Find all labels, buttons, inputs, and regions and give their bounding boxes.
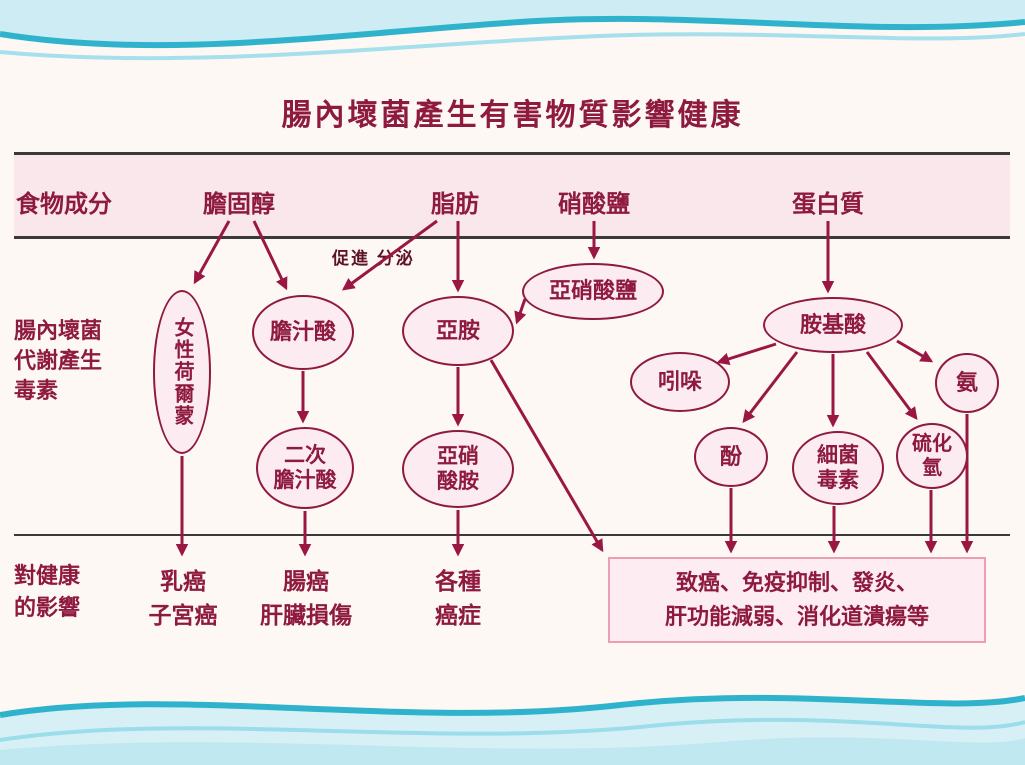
node-amino-acid-label: 胺基酸: [799, 311, 866, 337]
node-bacterial-toxin-line1: 細菌: [817, 443, 859, 467]
node-nitrite-label: 亞硝酸鹽: [548, 278, 637, 304]
node-phenol-label: 酚: [719, 443, 742, 469]
page-title: 腸內壞菌產生有害物質影響健康: [281, 99, 744, 132]
node-imine: 亞胺: [402, 296, 514, 366]
outcome-colon-cancer-liver-damage-line1: 腸癌: [283, 568, 329, 594]
health-section-label-line2: 的影響: [14, 595, 81, 620]
arrow-amino-acid-to-phenol: [742, 351, 799, 423]
outcome-colon-cancer-liver-damage-line2: 肝臟損傷: [260, 602, 352, 628]
outcome-breast-uterine-cancer: 乳癌 子宮癌: [133, 564, 233, 632]
food-row-band: [14, 155, 1010, 236]
food-item-protein: 蛋白質: [792, 191, 864, 218]
toxin-section-label-line2: 代謝產生: [14, 348, 103, 373]
separator-line-top: [14, 152, 1010, 155]
node-secondary-bile-acid-line2: 膽汁酸: [273, 469, 337, 492]
arrow-amino-acid-to-hydrogen-sulfide: [865, 351, 918, 421]
node-bacterial-toxin-line2: 毒素: [817, 469, 859, 492]
arrow-amino-acid-to-ammonia: [896, 339, 934, 363]
node-amino-acid: 胺基酸: [763, 297, 903, 353]
food-row-label: 食物成分: [16, 191, 112, 218]
outcome-various-cancers: 各種 癌症: [414, 564, 502, 632]
node-imine-label: 亞胺: [435, 317, 480, 343]
separator-line-middle: [14, 236, 1010, 239]
node-female-hormone-label: 女性荷爾蒙: [171, 317, 193, 427]
top-wave-decoration: [0, 0, 1025, 61]
effect-box: 致癌、免疫抑制、發炎、 肝功能減弱、消化道潰瘍等: [608, 557, 986, 643]
node-indole-label: 吲哚: [657, 368, 702, 394]
node-nitrosamine-line1: 亞硝: [437, 444, 479, 468]
node-secondary-bile-acid: 二次 膽汁酸: [256, 427, 354, 509]
node-hydrogen-sulfide-line2: 氫: [922, 457, 942, 479]
node-nitrosamine-line2: 酸胺: [437, 470, 479, 493]
node-hydrogen-sulfide-line1: 硫化: [912, 433, 952, 455]
effect-box-line1: 致癌、免疫抑制、發炎、: [675, 570, 918, 595]
toxin-section-label: 腸內壞菌 代謝產生 毒素: [14, 316, 102, 406]
node-indole: 吲哚: [630, 352, 730, 412]
arrow-nitrite-to-imine: [514, 298, 527, 325]
toxin-section-label-line1: 腸內壞菌: [14, 318, 103, 343]
node-secondary-bile-acid-line1: 二次: [284, 443, 326, 467]
node-phenol: 酚: [694, 427, 768, 487]
effect-box-line2: 肝功能減弱、消化道潰瘍等: [664, 604, 929, 629]
arrow-amino-acid-to-indole: [716, 342, 777, 365]
outcome-various-cancers-line2: 癌症: [435, 602, 481, 628]
bottom-wave-decoration: [0, 694, 1025, 765]
node-bile-acid: 膽汁酸: [252, 295, 354, 370]
food-item-nitrate: 硝酸鹽: [558, 191, 630, 218]
health-section-label-line1: 對健康: [14, 563, 81, 588]
node-ammonia-label: 氨: [955, 369, 978, 395]
health-section-label: 對健康 的影響: [14, 560, 80, 624]
outcome-breast-uterine-cancer-line1: 乳癌: [160, 568, 206, 594]
promote-secretion-label: 促進 分泌: [332, 249, 415, 268]
node-bacterial-toxin: 細菌 毒素: [792, 431, 884, 505]
outcome-various-cancers-line1: 各種: [435, 568, 481, 594]
food-item-fat: 脂肪: [431, 191, 479, 218]
outcome-breast-uterine-cancer-line2: 子宮癌: [148, 602, 218, 628]
node-bile-acid-label: 膽汁酸: [269, 319, 336, 345]
outcome-colon-cancer-liver-damage: 腸癌 肝臟損傷: [250, 564, 362, 632]
separator-line-bottom: [14, 534, 1010, 536]
node-ammonia: 氨: [935, 353, 999, 413]
node-hydrogen-sulfide: 硫化 氫: [896, 423, 968, 489]
node-female-hormone: 女性荷爾蒙: [153, 290, 211, 454]
toxin-section-label-line3: 毒素: [14, 378, 59, 403]
node-nitrite: 亞硝酸鹽: [522, 263, 664, 320]
food-item-cholesterol: 膽固醇: [203, 191, 275, 218]
node-nitrosamine: 亞硝 酸胺: [402, 430, 514, 508]
